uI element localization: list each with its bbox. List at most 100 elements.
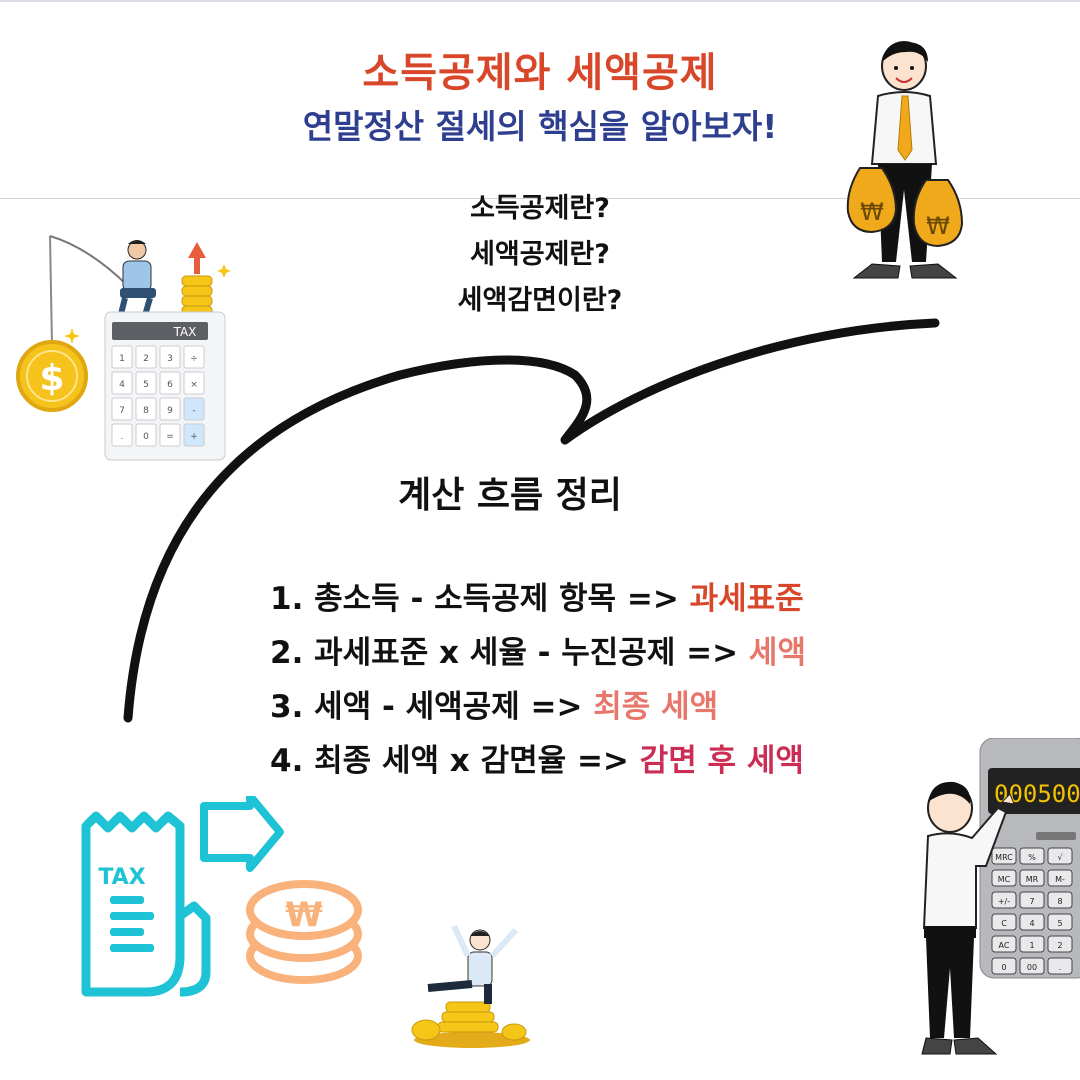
arrow-up-icon <box>188 242 206 274</box>
calculator-key <box>991 935 1017 953</box>
calculator-key <box>991 913 1017 931</box>
calculator-key <box>159 371 181 395</box>
money-bag-icon: ₩ <box>912 179 964 248</box>
calculator-key <box>111 345 133 369</box>
calculator-key <box>183 397 205 421</box>
calculator-key <box>1047 913 1073 931</box>
step-row: 3. 세액 - 세액공제 => 최종 세액 <box>270 680 806 734</box>
calculator-key <box>1047 935 1073 953</box>
question-list: 소득공제란? 세액공제란? 세액감면이란? <box>340 186 740 324</box>
step-formula: 4. 최종 세액 x 감면율 => <box>270 743 629 779</box>
calculator-key-label: 4 <box>119 380 125 390</box>
calculator-key <box>135 371 157 395</box>
calculator-key <box>135 345 157 369</box>
arrow-right-icon <box>200 796 284 872</box>
calculator-key <box>1047 957 1073 975</box>
tax-label: TAX <box>98 865 145 890</box>
calculator-key <box>991 847 1017 865</box>
question-item: 세액감면이란? <box>457 285 623 316</box>
calculator-key-label: 0 <box>143 432 149 442</box>
step-formula: 2. 과세표준 x 세율 - 누진공제 => <box>270 635 739 671</box>
calculator-key <box>183 345 205 369</box>
calculator-key <box>1047 891 1073 909</box>
calculator-key <box>111 371 133 395</box>
sparkle-icon <box>64 328 80 344</box>
calculator-key <box>1047 847 1073 865</box>
calculator-key <box>991 869 1017 887</box>
calculator-key-label: 5 <box>1057 919 1062 928</box>
calculator-key <box>159 345 181 369</box>
calculator-key <box>111 423 133 447</box>
calculator-key-label: 1 <box>1029 941 1034 950</box>
calculator-key <box>183 371 205 395</box>
calculator-key-label: 5 <box>143 380 149 390</box>
calculator-key-label: +/- <box>998 897 1010 906</box>
businessman-cheering-icon <box>427 924 519 1004</box>
calculator-key-label: - <box>192 406 195 416</box>
calculator-key <box>1019 891 1045 909</box>
calculator-key-label: ÷ <box>190 354 198 364</box>
tax-receipt-illustration: TAX ₩ <box>81 796 362 997</box>
calculator-key-label: 00 <box>1027 963 1037 972</box>
won-symbol: ₩ <box>285 895 323 935</box>
calculator-key-label: . <box>121 432 124 442</box>
step-row: 4. 최종 세액 x 감면율 => 감면 후 세액 <box>270 734 806 788</box>
question-item: 세액공제란? <box>470 239 610 270</box>
calculator-key-label: 2 <box>1057 941 1062 950</box>
money-bag-icon: ₩ <box>846 167 898 234</box>
coin-stack-icon <box>181 275 213 317</box>
calculator-key-label: 8 <box>143 406 149 416</box>
happy-businessman-illustration <box>411 924 530 1048</box>
top-border <box>0 0 1080 2</box>
step-result: 최종 세액 <box>593 689 719 725</box>
calculator-key <box>135 397 157 421</box>
calculator-key-label: C <box>1001 919 1007 928</box>
step-result: 세액 <box>748 635 806 671</box>
sparkle-icon <box>217 264 231 278</box>
calculator-key-label: 7 <box>1029 897 1034 906</box>
calculator-key <box>1019 847 1045 865</box>
dollar-coin-icon: $ <box>16 340 88 412</box>
calculator-key-label: × <box>190 380 198 390</box>
calculator-key-label: AC <box>999 941 1010 950</box>
calculator-key <box>159 397 181 421</box>
step-formula: 1. 총소득 - 소득공제 항목 => <box>270 581 679 617</box>
calculator-key <box>1019 935 1045 953</box>
calculator-key <box>1019 957 1045 975</box>
calculator-key-label: . <box>1059 963 1062 972</box>
calculator-key-label: 6 <box>167 380 173 390</box>
calculator-key <box>1019 869 1045 887</box>
dollar-symbol: $ <box>39 358 64 399</box>
question-item: 소득공제란? <box>470 193 610 224</box>
won-symbol: ₩ <box>926 212 950 240</box>
calculator-key-label: % <box>1028 853 1036 862</box>
calculator-key <box>183 423 205 447</box>
calculator-key-label: √ <box>1057 853 1063 862</box>
section-heading: 계산 흐름 정리 <box>398 475 622 516</box>
calculator-key-label: 2 <box>143 354 149 364</box>
calculator-key-label: MRC <box>995 853 1013 862</box>
won-symbol: ₩ <box>860 198 884 226</box>
divider-line <box>0 198 1080 199</box>
calculator-key-label: 8 <box>1057 897 1062 906</box>
businessman-pointing-icon <box>921 781 1015 1055</box>
calculator-key <box>111 397 133 421</box>
step-result: 과세표준 <box>689 581 804 617</box>
step-result: 감면 후 세액 <box>639 743 804 779</box>
calculator-key <box>1019 913 1045 931</box>
calculator-key-label: MC <box>998 875 1011 884</box>
calculation-steps: 1. 총소득 - 소득공제 항목 => 과세표준 2. 과세표준 x 세율 - … <box>270 572 806 788</box>
calculator-key-label: 1 <box>119 354 125 364</box>
businessman-money-bags-illustration: ₩ ₩ <box>846 41 964 279</box>
step-formula: 3. 세액 - 세액공제 => <box>270 689 583 725</box>
calculator-key <box>135 423 157 447</box>
calculator-key-label: 4 <box>1029 919 1034 928</box>
calculator-key <box>1047 869 1073 887</box>
step-row: 1. 총소득 - 소득공제 항목 => 과세표준 <box>270 572 806 626</box>
calculator-display: 0005000 <box>994 780 1080 808</box>
